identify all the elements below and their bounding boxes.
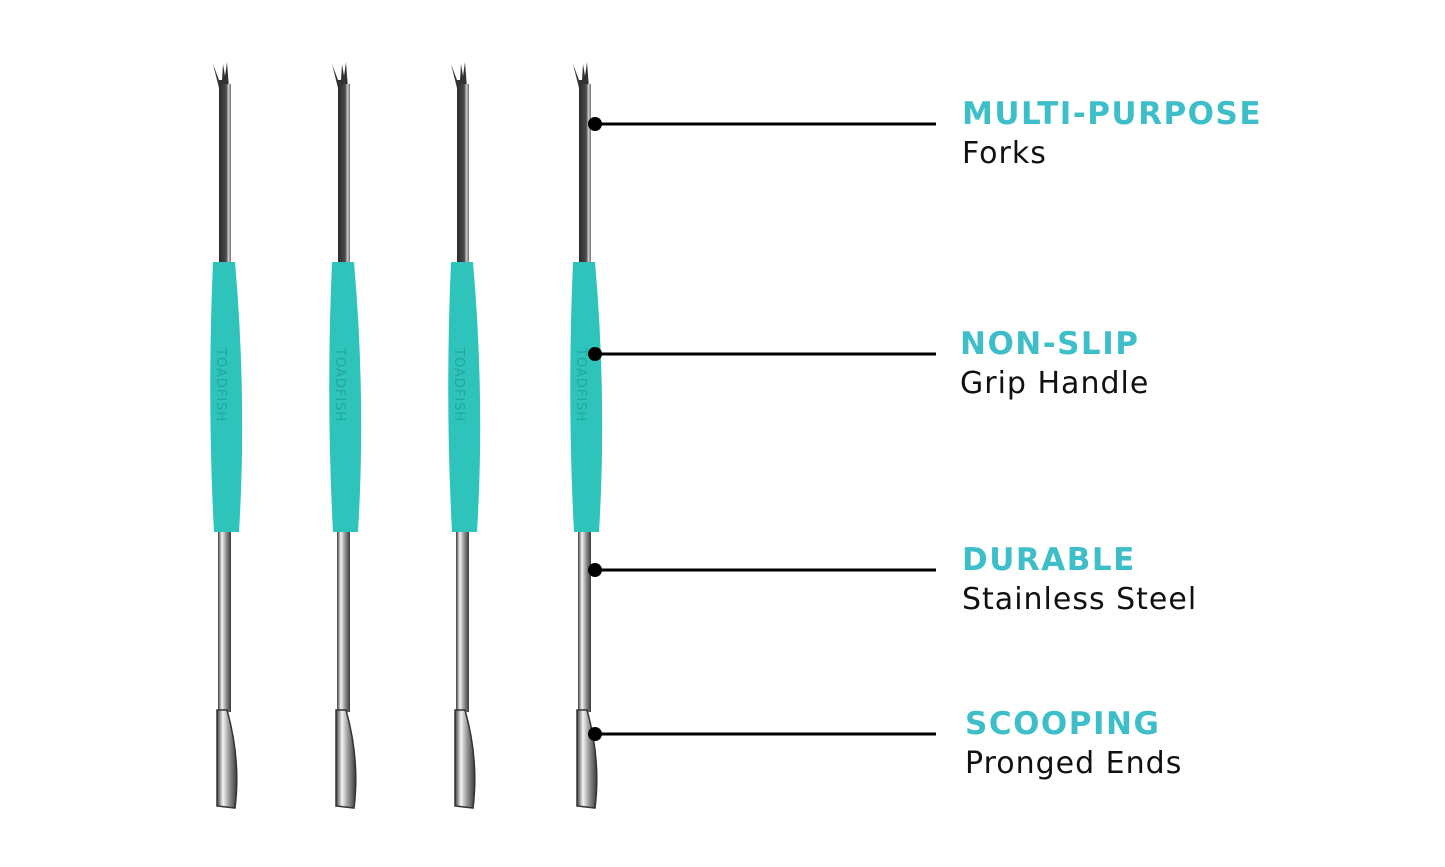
- callout-heading: DURABLE: [962, 542, 1136, 578]
- upper-shaft: [338, 84, 350, 266]
- brand-mark: TOADFISH: [451, 347, 466, 422]
- scoop-end: [454, 709, 476, 809]
- callout-label: MULTI-PURPOSE Forks: [962, 94, 1262, 173]
- scoop-end: [335, 709, 357, 809]
- callout-dot: [588, 347, 602, 361]
- brand-mark: TOADFISH: [573, 347, 588, 422]
- callout-heading: NON-SLIP: [960, 326, 1140, 362]
- callout-heading: MULTI-PURPOSE: [962, 96, 1263, 132]
- brand-mark: TOADFISH: [332, 347, 347, 422]
- seafood-fork: TOADFISH: [329, 62, 362, 809]
- fork-tines: [451, 62, 467, 88]
- callout-lines: [588, 117, 936, 741]
- seafood-fork: TOADFISH: [210, 62, 243, 809]
- callout-dot: [588, 117, 602, 131]
- grip-handle: [448, 262, 481, 532]
- callout-label: SCOOPING Pronged Ends: [965, 704, 1182, 783]
- callout-dot: [588, 563, 602, 577]
- callout-label: DURABLE Stainless Steel: [962, 540, 1197, 619]
- lower-shaft: [337, 532, 350, 712]
- scoop-end: [216, 709, 238, 809]
- lower-shaft: [218, 532, 231, 712]
- seafood-fork: TOADFISH: [570, 62, 603, 809]
- grip-handle: [570, 262, 603, 532]
- upper-shaft: [457, 84, 469, 266]
- grip-handle: [329, 262, 362, 532]
- callout-label: NON-SLIP Grip Handle: [960, 324, 1149, 403]
- scoop-end: [576, 709, 598, 809]
- upper-shaft: [219, 84, 231, 266]
- seafood-fork: TOADFISH: [448, 62, 481, 809]
- callout-subtitle: Forks: [962, 136, 1047, 172]
- fork-tines: [213, 62, 229, 88]
- callout-dot: [588, 727, 602, 741]
- fork-tines: [573, 62, 589, 88]
- callout-heading: SCOOPING: [965, 706, 1161, 742]
- brand-mark: TOADFISH: [213, 347, 228, 422]
- callout-subtitle: Grip Handle: [960, 366, 1150, 402]
- grip-handle: [210, 262, 243, 532]
- upper-shaft: [579, 84, 591, 266]
- callout-subtitle: Pronged Ends: [965, 746, 1183, 782]
- lower-shaft: [456, 532, 469, 712]
- fork-tines: [332, 62, 348, 88]
- callout-subtitle: Stainless Steel: [962, 582, 1198, 618]
- lower-shaft: [578, 532, 591, 712]
